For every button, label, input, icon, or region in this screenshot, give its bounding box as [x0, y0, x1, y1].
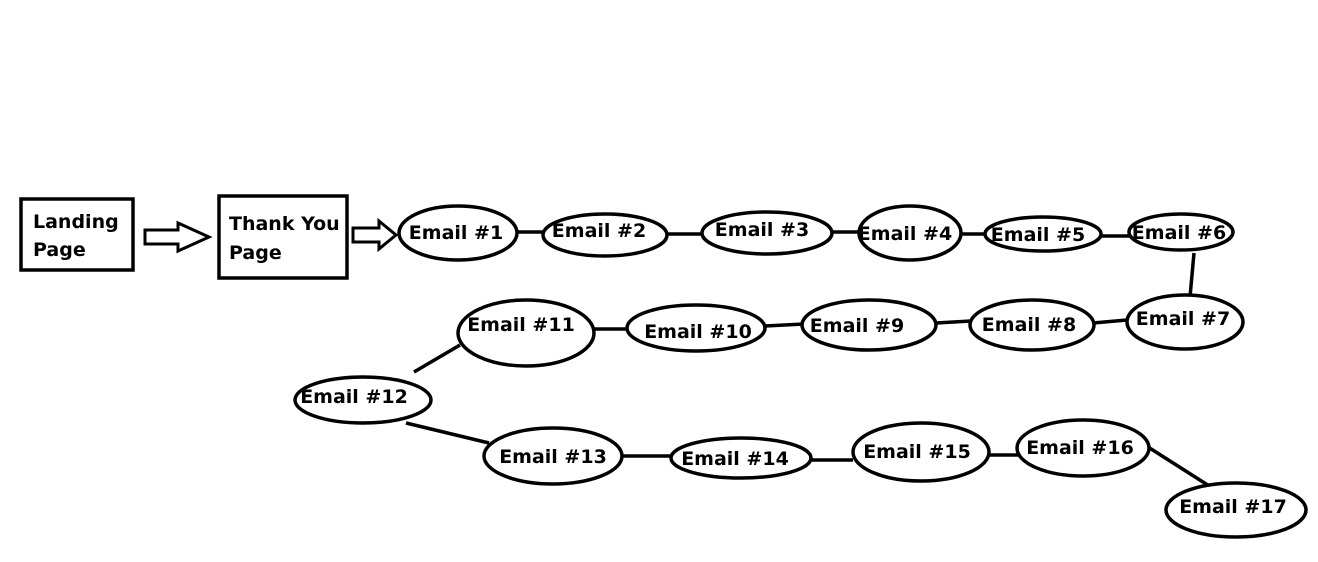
connector-8-9 [935, 319, 972, 325]
email-10-label: Email #10 [644, 321, 752, 343]
connector-16-17 [1147, 445, 1215, 491]
email-node-9: Email #9 [800, 298, 938, 352]
email-14-label: Email #14 [681, 448, 789, 470]
email-15-label: Email #15 [863, 441, 971, 463]
connector-12-13 [405, 421, 490, 445]
email-12-label: Email #12 [300, 386, 408, 408]
email-5-ellipse [983, 215, 1103, 253]
thank-you-page-label-line2: Page [229, 242, 282, 264]
connector-7-8 [1092, 318, 1128, 325]
email-3-ellipse [700, 210, 834, 256]
landing-page-label-line2: Page [33, 239, 86, 261]
email-1-label: Email #1 [409, 222, 503, 244]
thank-you-page-node: Thank You Page [217, 194, 349, 280]
email-14-ellipse [669, 436, 813, 480]
email-10-ellipse [625, 303, 767, 353]
email-3-label: Email #3 [715, 219, 809, 241]
email-node-2: Email #2 [541, 212, 669, 258]
email-node-6: Email #6 [1127, 212, 1235, 252]
email-1-ellipse [397, 204, 519, 262]
email-16-label: Email #16 [1026, 437, 1134, 459]
email-2-ellipse [541, 212, 669, 258]
email-9-label: Email #9 [810, 315, 904, 337]
email-7-label: Email #7 [1136, 308, 1230, 330]
email-13-label: Email #13 [499, 446, 607, 468]
email-node-7: Email #7 [1125, 293, 1245, 351]
connectors [405, 230, 1215, 491]
email-node-17: Email #17 [1164, 481, 1308, 539]
email-6-label: Email #6 [1132, 222, 1226, 244]
arrow-landing-to-thankyou [143, 220, 213, 254]
email-node-8: Email #8 [968, 298, 1096, 352]
landing-page-box [19, 197, 135, 272]
email-node-12: Email #12 [293, 375, 433, 425]
email-9-ellipse [800, 298, 938, 352]
email-node-5: Email #5 [983, 215, 1103, 253]
email-5-label: Email #5 [991, 224, 1085, 246]
email-node-13: Email #13 [482, 426, 624, 486]
email-8-ellipse [968, 298, 1096, 352]
connector-6-7 [1188, 252, 1196, 298]
email-15-ellipse [851, 421, 991, 483]
email-node-4: Email #4 [857, 204, 963, 262]
email-node-11: Email #11 [456, 298, 596, 368]
email-17-label: Email #17 [1179, 496, 1287, 518]
email-node-15: Email #15 [851, 421, 991, 483]
email-4-label: Email #4 [858, 223, 952, 245]
email-node-1: Email #1 [397, 204, 519, 262]
email-12-ellipse [293, 375, 433, 425]
connector-9-10 [764, 322, 805, 328]
email-6-ellipse [1127, 212, 1235, 252]
thank-you-page-label-line1: Thank You [229, 213, 340, 235]
email-node-3: Email #3 [700, 210, 834, 256]
email-16-ellipse [1015, 418, 1151, 478]
thank-you-page-box [217, 194, 349, 280]
email-17-ellipse [1164, 481, 1308, 539]
email-13-ellipse [482, 426, 624, 486]
landing-page-label-line1: Landing [33, 211, 119, 233]
email-4-ellipse [857, 204, 963, 262]
email-8-label: Email #8 [982, 314, 1076, 336]
landing-page-node: Landing Page [19, 197, 135, 272]
arrow-thankyou-to-email-1 [351, 217, 399, 253]
email-7-ellipse [1125, 293, 1245, 351]
email-2-label: Email #2 [552, 220, 646, 242]
email-node-14: Email #14 [669, 436, 813, 480]
email-node-10: Email #10 [625, 303, 767, 353]
email-11-ellipse [456, 298, 596, 368]
email-11-label: Email #11 [467, 314, 575, 336]
email-node-16: Email #16 [1015, 418, 1151, 478]
connector-11-12 [413, 343, 461, 374]
